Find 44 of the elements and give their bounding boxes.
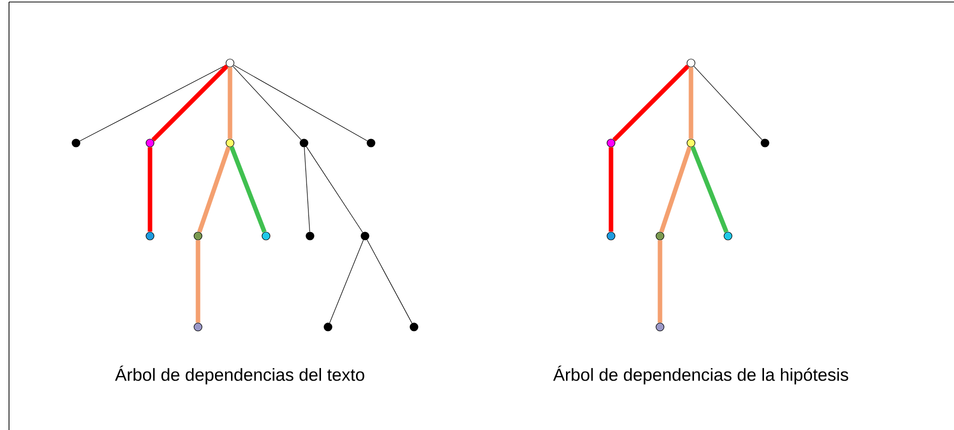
tree-node bbox=[194, 232, 202, 240]
tree-edge bbox=[233, 64, 368, 142]
tree-node bbox=[226, 138, 234, 148]
tree-node bbox=[686, 58, 696, 68]
tree-edge bbox=[306, 146, 363, 233]
tree-node bbox=[656, 322, 664, 332]
tree-edge bbox=[659, 146, 692, 233]
tree-edge bbox=[658, 240, 662, 323]
tree-edge bbox=[366, 239, 412, 324]
tree-edge bbox=[694, 66, 762, 140]
tree-edge bbox=[80, 64, 226, 142]
tree-edge bbox=[329, 240, 364, 324]
caption: Árbol de dependencias de la hipótesis bbox=[553, 366, 848, 384]
tree-node bbox=[72, 138, 80, 148]
tree-node bbox=[410, 322, 418, 332]
tree-node bbox=[360, 232, 370, 240]
tree-node bbox=[606, 138, 616, 148]
tree-edge bbox=[197, 146, 231, 233]
tree-edge bbox=[612, 64, 690, 142]
tree-node bbox=[194, 322, 202, 332]
tree-node bbox=[146, 232, 154, 240]
tree-node bbox=[686, 138, 696, 148]
tree-node bbox=[262, 232, 270, 240]
tree-edge bbox=[690, 146, 728, 233]
tree-node bbox=[226, 58, 234, 68]
tree-node bbox=[366, 138, 376, 148]
tree-node bbox=[324, 322, 332, 332]
tree-node bbox=[146, 138, 154, 148]
tree-node bbox=[656, 232, 664, 240]
tree-node bbox=[306, 232, 314, 240]
tree-edge bbox=[228, 67, 232, 139]
tree-node bbox=[724, 232, 732, 240]
tree-edge bbox=[148, 147, 152, 232]
tree-edge bbox=[608, 147, 614, 232]
tree-edge bbox=[151, 64, 229, 142]
tree-node bbox=[300, 138, 308, 148]
tree-edge bbox=[688, 67, 694, 139]
tree-edge bbox=[229, 146, 267, 233]
tree-node bbox=[606, 232, 616, 240]
tree-edge bbox=[304, 146, 310, 232]
caption: Árbol de dependencias del texto bbox=[115, 366, 364, 384]
tree-node bbox=[760, 138, 770, 148]
tree-edge bbox=[232, 66, 302, 140]
tree-edge bbox=[196, 240, 200, 323]
